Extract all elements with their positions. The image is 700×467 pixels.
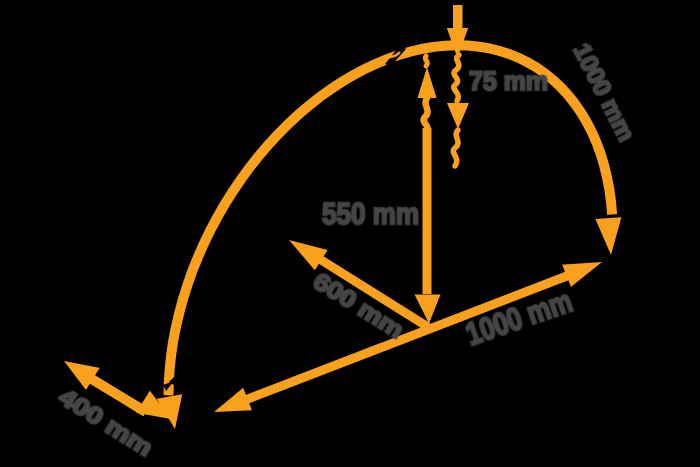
svg-text:1000 mm: 1000 mm (568, 39, 640, 146)
svg-text:550 mm: 550 mm (322, 196, 419, 231)
svg-text:75 mm: 75 mm (469, 66, 548, 96)
svg-text:400 mm: 400 mm (54, 384, 157, 463)
